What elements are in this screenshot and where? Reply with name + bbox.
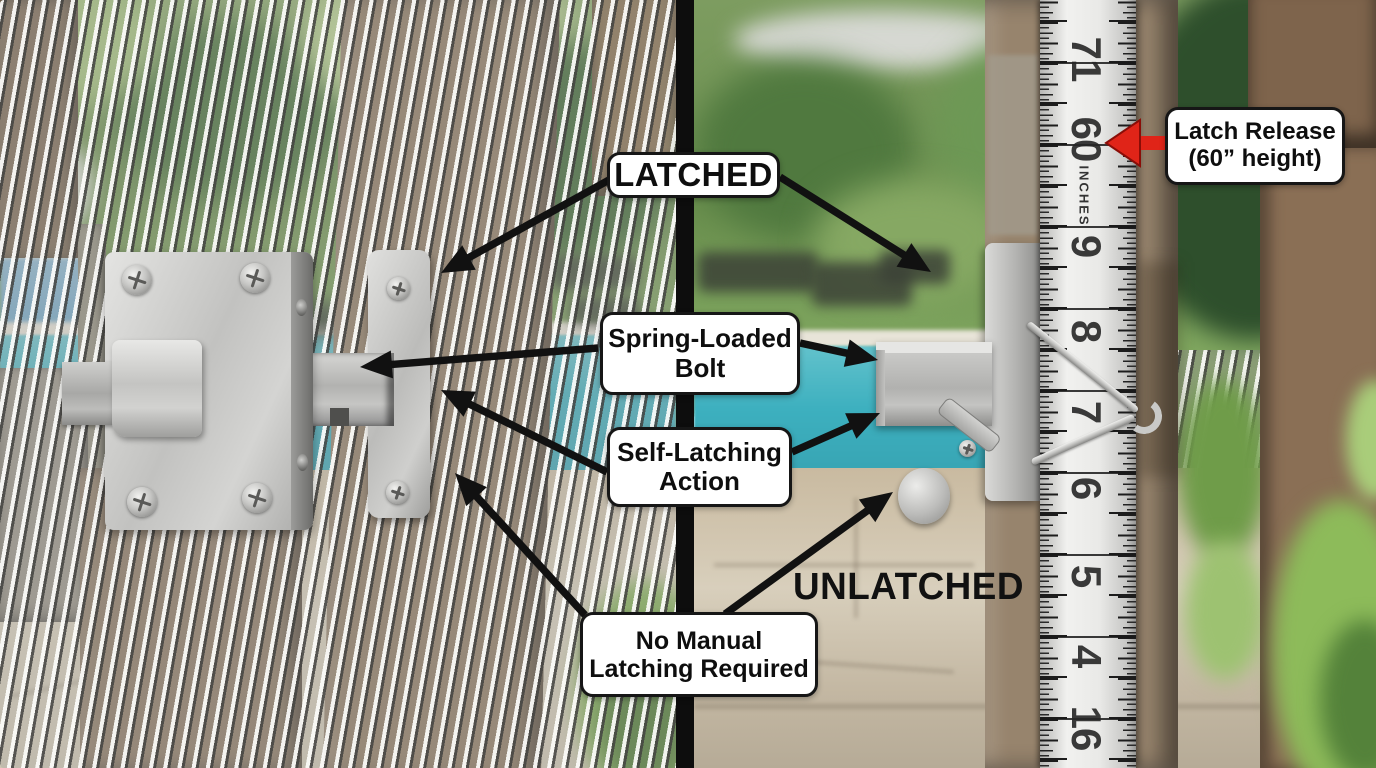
spring-loaded-bolt <box>306 353 394 426</box>
bolt-housing <box>112 340 202 437</box>
label-line: Latch Release <box>1174 118 1336 146</box>
label-line: Action <box>659 466 740 496</box>
tape-number: 16 <box>1063 705 1110 751</box>
tape-number: 4 <box>1063 644 1110 668</box>
latch-plate-flange <box>291 252 313 530</box>
label-line: Spring-Loaded <box>608 323 792 354</box>
bolt-notch <box>330 408 349 426</box>
bolt-tail <box>62 362 114 425</box>
latch-lever-paddle <box>898 468 950 524</box>
label-latched-text: LATCHED <box>614 155 773 193</box>
spring-coil <box>0 0 114 74</box>
label-line: Self-Latching <box>617 436 782 467</box>
label-unlatched: UNLATCHED <box>793 566 1024 608</box>
screw <box>242 483 272 513</box>
label-latched: LATCHED <box>607 152 780 198</box>
screw <box>240 263 270 293</box>
tape-number: 6 <box>1063 476 1110 500</box>
screw <box>122 265 152 295</box>
retracted-bolt <box>876 342 992 426</box>
tape-unit-label: INCHES <box>1076 165 1092 227</box>
label-line: Latching Required <box>589 654 809 683</box>
tape-measure: 71 60 9 8 7 6 5 4 16 INCHES <box>1040 0 1136 768</box>
weathered-patch <box>988 55 1038 235</box>
label-line: (60” height) <box>1188 145 1322 172</box>
label-latch-release-height: Latch Release (60” height) <box>1165 107 1345 185</box>
bush-gap <box>1178 380 1268 560</box>
label-self-latching-action: Self-Latching Action <box>607 427 792 507</box>
screw <box>127 487 157 517</box>
tape-number: 5 <box>1063 564 1110 588</box>
tape-number: 7 <box>1063 400 1110 424</box>
lever-pivot-screw <box>959 440 976 457</box>
lounge-chair-blur <box>880 250 950 284</box>
tape-number: 9 <box>1063 234 1110 258</box>
latch-body-right <box>985 243 1040 501</box>
label-line: No Manual <box>635 626 763 655</box>
tape-number: 8 <box>1063 319 1110 343</box>
label-spring-loaded-bolt: Spring-Loaded Bolt <box>600 312 800 395</box>
screw <box>386 481 409 504</box>
bush-gap-light <box>1185 540 1265 680</box>
screw <box>387 277 410 300</box>
tape-number: 60 <box>1063 116 1110 162</box>
latch-shadow <box>1138 262 1180 477</box>
label-no-manual-latching: No Manual Latching Required <box>580 612 818 697</box>
tape-number: 71 <box>1063 36 1110 82</box>
lounge-chair-blur <box>698 252 818 292</box>
label-line: Bolt <box>674 352 726 383</box>
